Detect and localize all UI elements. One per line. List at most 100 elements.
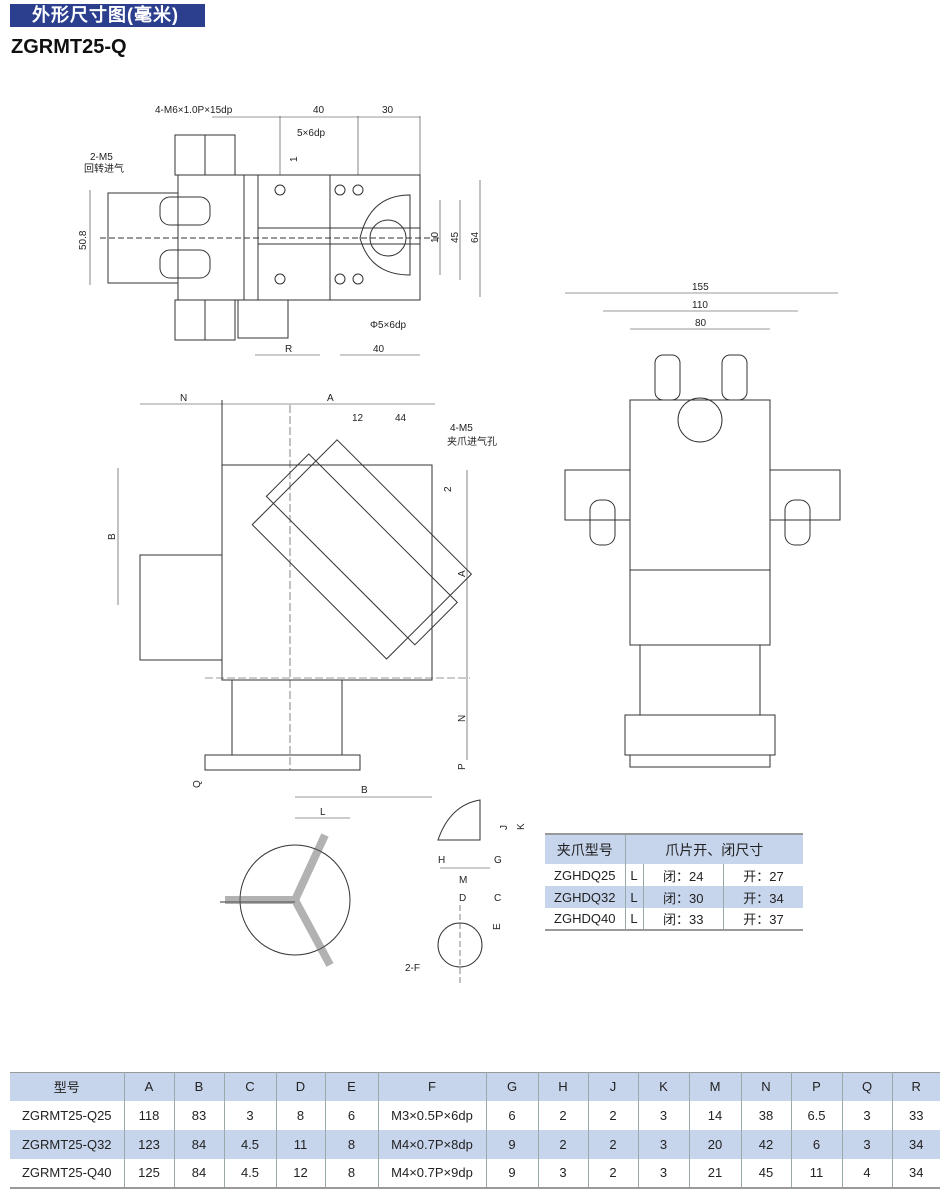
cell-p: 6.5 [790, 1100, 842, 1130]
label-E: E [492, 923, 503, 930]
cell-n: 45 [740, 1158, 791, 1188]
label-155: 155 [692, 282, 709, 293]
label-12: 12 [352, 413, 364, 424]
label-P: P [457, 763, 468, 770]
cell-p: 6 [790, 1129, 842, 1159]
label-N-top: N [180, 393, 187, 404]
label-N-right: N [457, 715, 468, 722]
cell-h: 3 [537, 1158, 588, 1188]
side-view-drawing [564, 292, 841, 768]
cell-m: 20 [688, 1129, 741, 1159]
jaw-detail-drawing [437, 799, 490, 985]
cell-model: ZGHDQ32 [554, 889, 616, 905]
label-pin-hole-2: Φ5×6dp [370, 320, 407, 331]
label-A-top: A [327, 393, 334, 404]
header-m: M [688, 1072, 741, 1101]
header-f: F [377, 1072, 486, 1101]
label-45: 45 [450, 231, 461, 243]
header-b: B [173, 1072, 224, 1101]
cell-f: M4×0.7P×8dp [377, 1129, 486, 1159]
cell-q: 3 [841, 1100, 892, 1130]
cell-a: 125 [123, 1158, 174, 1188]
cell-q: 3 [841, 1129, 892, 1159]
header-model: 型号 [53, 1080, 80, 1096]
section-title: 外形尺寸图(毫米) [10, 4, 205, 27]
label-H: H [438, 855, 445, 866]
cell-e: 8 [324, 1158, 378, 1188]
label-M: M [459, 875, 467, 886]
header-jaw-model: 夹爪型号 [556, 841, 613, 858]
cell-d: 11 [275, 1129, 325, 1159]
label-jaw-port: 4-M5 [450, 423, 473, 434]
label-10: 10 [430, 231, 441, 243]
label-B-bottom: B [361, 785, 368, 796]
cell-a: 118 [123, 1100, 174, 1130]
cell-d: 12 [275, 1158, 325, 1188]
cell-e: 8 [324, 1129, 378, 1159]
cell-j: 2 [587, 1100, 638, 1130]
cell-f: M4×0.7P×9dp [377, 1158, 486, 1188]
label-air-port-note: 回转进气 [84, 162, 124, 175]
cell-p: 11 [790, 1158, 842, 1188]
cell-model: ZGHDQ40 [554, 911, 616, 926]
cell-n: 42 [740, 1129, 791, 1159]
cell-c: 4.5 [223, 1158, 276, 1188]
label-jaw-port-note: 夹爪进气孔 [447, 435, 497, 448]
cell-closed: 闭：30 [642, 886, 724, 908]
cell-k: 3 [637, 1158, 689, 1188]
top-view-drawing [89, 116, 481, 356]
label-40-bottom: 40 [373, 344, 385, 355]
label-30: 30 [382, 105, 394, 116]
label-1: 1 [289, 156, 300, 162]
label-G: G [494, 855, 502, 866]
header-j: J [587, 1072, 638, 1101]
label-110: 110 [692, 300, 708, 311]
header-e: E [324, 1072, 378, 1101]
cell-dim: L [624, 864, 643, 886]
cell-g: 9 [485, 1158, 538, 1188]
cell-r: 34 [891, 1129, 940, 1159]
cell-k: 3 [637, 1129, 689, 1159]
cell-g: 9 [485, 1129, 538, 1159]
gripper-bottom-view [220, 817, 351, 967]
cell-m: 14 [688, 1100, 741, 1130]
label-pin-hole: 5×6dp [297, 128, 326, 139]
cell-a: 123 [123, 1129, 174, 1159]
cell-model: ZGRMT25-Q32 [21, 1136, 112, 1152]
header-n: N [740, 1072, 791, 1101]
label-J: J [499, 825, 510, 830]
label-44: 44 [395, 413, 407, 424]
cell-m: 21 [688, 1158, 741, 1188]
label-D: D [459, 893, 466, 904]
cell-q: 4 [841, 1158, 892, 1188]
label-B-left: B [107, 533, 118, 540]
cell-j: 2 [587, 1129, 638, 1159]
cell-closed: 闭：33 [642, 908, 724, 930]
cell-b: 84 [173, 1158, 224, 1188]
label-50-8: 50.8 [78, 230, 89, 250]
cell-r: 34 [891, 1158, 940, 1188]
cell-dim: L [624, 886, 643, 908]
header-q: Q [841, 1072, 892, 1101]
cell-b: 83 [173, 1100, 224, 1130]
header-open-close: 爪片开、闭尺寸 [624, 834, 803, 864]
cell-g: 6 [485, 1100, 538, 1130]
label-air-port: 2-M5 [90, 152, 113, 163]
label-C: C [494, 893, 501, 904]
label-80: 80 [695, 318, 707, 329]
cell-open: 开：27 [722, 864, 803, 886]
header-p: P [790, 1072, 842, 1101]
cell-j: 2 [587, 1158, 638, 1188]
cell-f: M3×0.5P×6dp [377, 1100, 486, 1130]
cell-e: 6 [324, 1100, 378, 1130]
label-40-top: 40 [313, 105, 325, 116]
label-K: K [516, 823, 527, 830]
cell-closed: 闭：24 [642, 864, 724, 886]
